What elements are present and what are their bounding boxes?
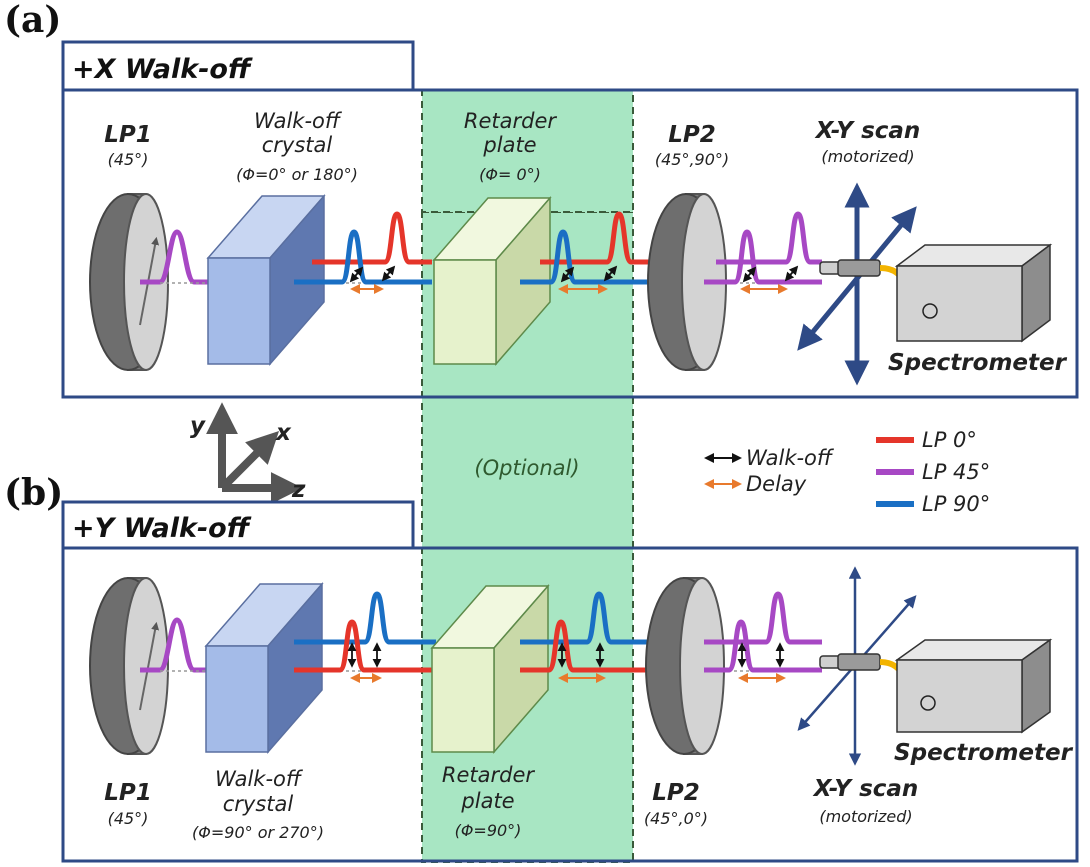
lp2-angle-a: (45°,90°) — [655, 150, 729, 169]
panel-a-title-box — [61, 40, 415, 92]
beam-lp45-input-a — [140, 229, 210, 285]
optional-label: (Optional) — [474, 456, 579, 480]
crystal-phi-b: (Φ=90° or 270°) — [192, 823, 324, 842]
legend-lp90: LP 90° — [922, 492, 990, 516]
retarder-label-a-line2: plate — [482, 133, 536, 157]
panel-a-title: +X Walk-off — [72, 54, 253, 85]
crystal-phi-a: (Φ=0° or 180°) — [236, 165, 358, 184]
legend-lp45: LP 45° — [922, 460, 990, 484]
axis-y-label: y — [190, 413, 206, 439]
beam-lp0-mid-a — [312, 211, 432, 265]
lp2-angle-b: (45°,0°) — [644, 809, 708, 828]
lp1-angle-a: (45°) — [108, 150, 149, 169]
crystal-label-a-line1: Walk-off — [254, 109, 343, 133]
axis-z-label: z — [291, 477, 306, 503]
legend: Walk-off Delay LP 0° LP 45° LP 90° — [704, 428, 990, 516]
xy-scan-label-a-line2: (motorized) — [821, 147, 914, 166]
legend-lp0: LP 0° — [922, 428, 977, 452]
beam-lp0-post-b — [520, 619, 660, 673]
panel-b-title-box — [61, 500, 415, 550]
legend-delay: Delay — [746, 472, 807, 496]
lp2-disc-b — [645, 577, 725, 755]
legend-walkoff: Walk-off — [746, 446, 835, 470]
xy-scan-label-a-line1: X-Y scan — [814, 118, 921, 144]
lp2-label-a: LP2 — [668, 122, 716, 148]
lp1-angle-b: (45°) — [108, 809, 149, 828]
xy-scan-label-b-line2: (motorized) — [819, 807, 912, 826]
lp1-label-b: LP1 — [104, 780, 152, 806]
beam-lp90-post-b — [520, 591, 660, 645]
crystal-label-a-line2: crystal — [262, 133, 333, 157]
retarder-plate-b — [430, 583, 550, 755]
walkoff-crystal-b — [204, 581, 324, 755]
lp2-disc-a — [647, 193, 727, 371]
spectrometer-label-b: Spectrometer — [894, 740, 1074, 766]
beam-lp0-mid-b — [294, 619, 436, 673]
panel-b-title: +Y Walk-off — [72, 513, 252, 544]
retarder-label-a-line1: Retarder — [464, 109, 557, 133]
spectrometer-label-a: Spectrometer — [888, 350, 1068, 376]
coordinate-axes — [206, 402, 303, 504]
beam-lp45-input-b — [140, 617, 210, 673]
beam-lp90-mid-b — [294, 591, 436, 645]
lp1-label-a: LP1 — [104, 122, 152, 148]
panel-b-frame — [61, 546, 1079, 863]
panel-b-letter: (b) — [4, 472, 63, 514]
beam-lp45-post-b-2 — [704, 619, 822, 673]
beam-lp45-post-b-1 — [704, 591, 822, 645]
panel-a-letter: (a) — [4, 0, 61, 41]
xy-scan-label-b-line1: X-Y scan — [812, 776, 919, 802]
axis-x-label: x — [275, 420, 292, 446]
lp1-disc-b — [89, 577, 169, 755]
crystal-label-b-line1: Walk-off — [215, 767, 304, 791]
retarder-phi-a: (Φ= 0°) — [479, 165, 541, 184]
spectrometer-b — [894, 638, 1053, 734]
beam-lp45-post-a-2 — [716, 211, 822, 265]
crystal-label-b-line2: crystal — [223, 792, 294, 816]
retarder-phi-b: (Φ=90°) — [455, 821, 522, 840]
lp1-disc-a — [89, 193, 169, 371]
beam-lp0-post-a — [540, 211, 660, 265]
spectrometer-a — [894, 243, 1053, 343]
retarder-label-b-line1: Retarder — [442, 763, 535, 787]
lp2-label-b: LP2 — [652, 780, 700, 806]
xy-scan-arrows-a — [797, 182, 917, 386]
retarder-label-b-line2: plate — [460, 789, 514, 813]
